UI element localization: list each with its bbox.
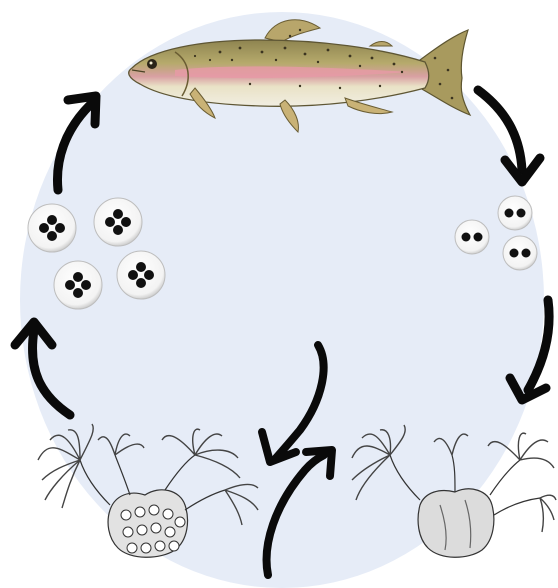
four-dot-spore-icon — [54, 261, 102, 309]
four-dot-spore-icon — [94, 198, 142, 246]
four-dot-spore-icon — [117, 251, 165, 299]
four-dot-spore-icon — [28, 204, 76, 252]
two-dot-spore-icon — [455, 220, 489, 254]
two-dot-spore-icon — [498, 196, 532, 230]
two-dot-spore-icon — [503, 236, 537, 270]
